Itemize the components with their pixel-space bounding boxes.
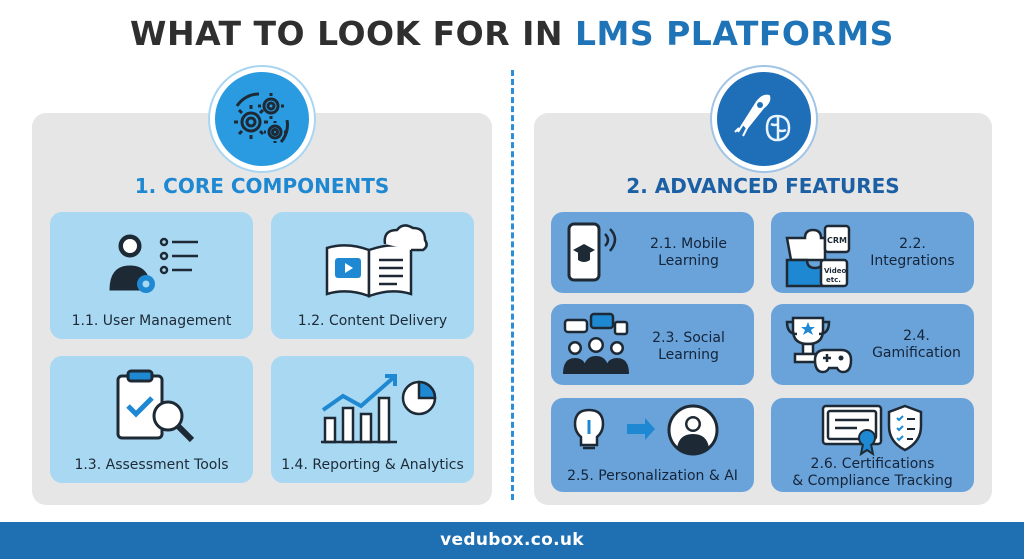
people-chat-icon	[561, 312, 631, 382]
advanced-features-heading: 2. ADVANCED FEATURES	[626, 174, 900, 198]
card-label: 1.1. User Management	[71, 313, 232, 329]
card-gamification[interactable]: 2.4. Gamification	[771, 304, 974, 385]
card-personalization-ai[interactable]: 2.5. Personalization & AI	[551, 398, 754, 492]
book-cloud-icon	[321, 222, 431, 306]
icon-text-video: Video	[824, 267, 846, 275]
label-line-2: Gamification	[872, 345, 961, 361]
user-list-gear-icon	[102, 224, 202, 304]
puzzle-icon: CRM Video etc.	[781, 218, 851, 293]
page-title: WHAT TO LOOK FOR IN LMS PLATFORMS	[0, 14, 1024, 53]
card-reporting-analytics[interactable]: 1.4. Reporting & Analytics	[271, 356, 474, 483]
title-part-2: LMS PLATFORMS	[575, 14, 894, 53]
card-social-learning[interactable]: 2.3. Social Learning	[551, 304, 754, 385]
label-line-2: & Compliance Tracking	[792, 473, 953, 489]
label-line-1: 2.5. Personalization & AI	[567, 468, 738, 484]
certificate-shield-icon	[819, 402, 929, 460]
label-line-2: Learning	[658, 347, 719, 363]
bulb-arrow-person-icon	[571, 402, 741, 462]
label-line-1: 2.6. Certifications	[810, 456, 935, 472]
card-label: 1.2. Content Delivery	[297, 313, 448, 329]
card-assessment-tools[interactable]: 1.3. Assessment Tools	[50, 356, 253, 483]
phone-graduation-icon	[565, 220, 621, 290]
gears-icon-graphic	[234, 92, 289, 143]
card-label: 2.2. Integrations	[811, 236, 974, 270]
card-label: 1.4. Reporting & Analytics	[281, 457, 464, 473]
section-divider	[511, 70, 514, 500]
card-user-management[interactable]: 1.1. User Management	[50, 212, 253, 339]
label-line-2: Learning	[658, 253, 719, 269]
card-label: 2.6. Certifications & Compliance Trackin…	[771, 456, 974, 490]
card-label: 1.3. Assessment Tools	[74, 457, 229, 473]
label-line-1: 2.3. Social	[652, 330, 725, 346]
label-line-1: 2.1. Mobile	[649, 236, 728, 252]
card-integrations[interactable]: CRM Video etc. 2.2. Integrations	[771, 212, 974, 293]
card-content-delivery[interactable]: 1.2. Content Delivery	[271, 212, 474, 339]
gears-icon	[215, 72, 309, 166]
card-mobile-learning[interactable]: 2.1. Mobile Learning	[551, 212, 754, 293]
card-label: 2.5. Personalization & AI	[551, 468, 754, 485]
rocket-brain-icon	[717, 72, 811, 166]
icon-text-etc: etc.	[826, 276, 841, 284]
icon-text-crm: CRM	[827, 236, 847, 245]
card-label: 2.3. Social Learning	[587, 330, 754, 364]
core-components-heading: 1. CORE COMPONENTS	[134, 174, 390, 198]
label-line-1: 2.4.	[903, 328, 930, 344]
card-label: 2.1. Mobile Learning	[587, 236, 754, 270]
label-line-1: 2.2.	[899, 236, 926, 252]
title-part-1: WHAT TO LOOK FOR IN	[130, 14, 575, 53]
card-label: 2.4. Gamification	[815, 328, 974, 362]
label-line-2: Integrations	[870, 253, 955, 269]
bar-chart-pie-icon	[319, 368, 439, 452]
footer-website[interactable]: vedubox.co.uk	[0, 522, 1024, 559]
card-certifications-compliance[interactable]: 2.6. Certifications & Compliance Trackin…	[771, 398, 974, 492]
rocket-brain-icon-graphic	[734, 94, 791, 142]
clipboard-magnifier-icon	[110, 368, 200, 452]
trophy-gamepad-icon	[783, 312, 853, 382]
